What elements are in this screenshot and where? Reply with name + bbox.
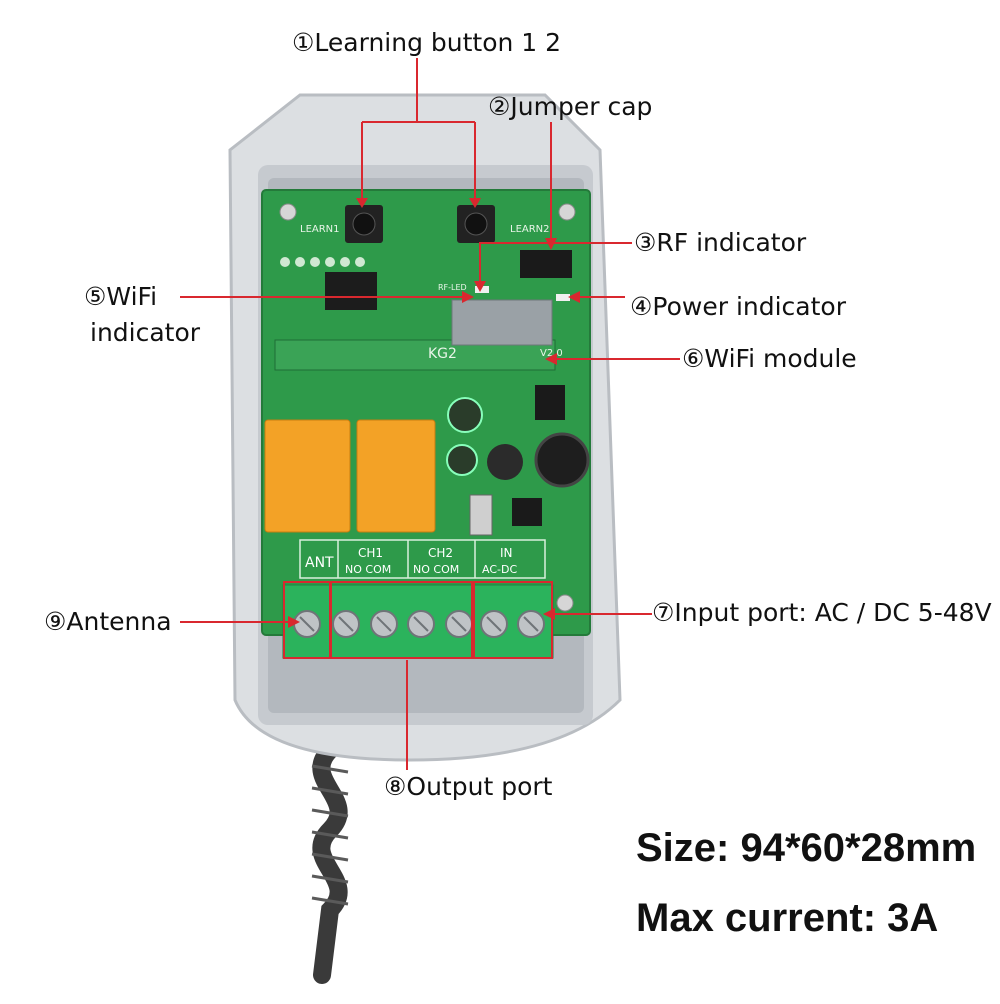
- capacitor-1: [447, 397, 483, 433]
- input-box: [473, 581, 553, 659]
- learn1-label: LEARN1: [300, 224, 340, 235]
- wifi-indicator-callout-line2: indicator: [90, 318, 201, 347]
- capacitor-2: [446, 444, 478, 476]
- main-capacitor: [534, 432, 590, 488]
- power-indicator-callout: ④Power indicator: [630, 292, 846, 321]
- size-spec: Size: 94*60*28mm: [636, 826, 977, 870]
- wifi-module-board: KG2 V2.0: [274, 299, 563, 371]
- rf-led: [475, 286, 489, 293]
- rf-leader: [479, 242, 632, 283]
- ant-label: ANT: [305, 555, 334, 571]
- version-label: V2.0: [540, 348, 563, 359]
- inductor: [487, 444, 523, 480]
- pcb-board: LEARN1 LEARN2 RF-LED KG2 V2.0: [261, 189, 591, 636]
- ch1-no-com-label: NO COM: [345, 563, 391, 576]
- ch2-label: CH2: [428, 546, 453, 560]
- antenna-callout: ⑨Antenna: [44, 607, 172, 636]
- callout-leaders: [180, 58, 680, 770]
- input-port-callout: ⑦Input port: AC / DC 5-48V: [652, 598, 992, 627]
- output-port-callout: ⑧Output port: [384, 772, 553, 801]
- leader-arrowheads: [288, 198, 580, 628]
- power-led: [556, 294, 570, 301]
- terminal-screws: [293, 610, 545, 638]
- terminal-block: [282, 584, 554, 659]
- regulator: [535, 385, 565, 420]
- ch2-no-com-label: NO COM: [413, 563, 459, 576]
- learn2-label: LEARN2: [510, 224, 550, 235]
- max-current-spec: Max current: 3A: [636, 896, 939, 940]
- learn-button-2: [457, 205, 495, 243]
- ac-dc-label: AC-DC: [482, 563, 517, 576]
- output-box: [330, 581, 473, 659]
- rf-indicator-callout: ③RF indicator: [634, 228, 807, 257]
- relay-1: [264, 419, 351, 533]
- terminal-label-strip: ANT CH1 NO COM CH2 NO COM IN AC-DC: [299, 539, 546, 579]
- wifi-indicator-callout-line1: ⑤WiFi: [84, 282, 158, 311]
- ch1-label: CH1: [358, 546, 383, 560]
- wifi-module-callout: ⑥WiFi module: [682, 344, 857, 373]
- rf-led-label: RF-LED: [438, 283, 467, 292]
- learning-button-callout: ①Learning button 1 2: [292, 28, 562, 57]
- relay-2: [356, 419, 436, 533]
- in-label: IN: [500, 546, 513, 560]
- learn-button-1: [345, 205, 383, 243]
- model-label: KG2: [428, 346, 457, 362]
- jumper-cap: [520, 250, 572, 278]
- ic-chip: [325, 272, 377, 310]
- jumper-cap-callout: ②Jumper cap: [488, 92, 653, 121]
